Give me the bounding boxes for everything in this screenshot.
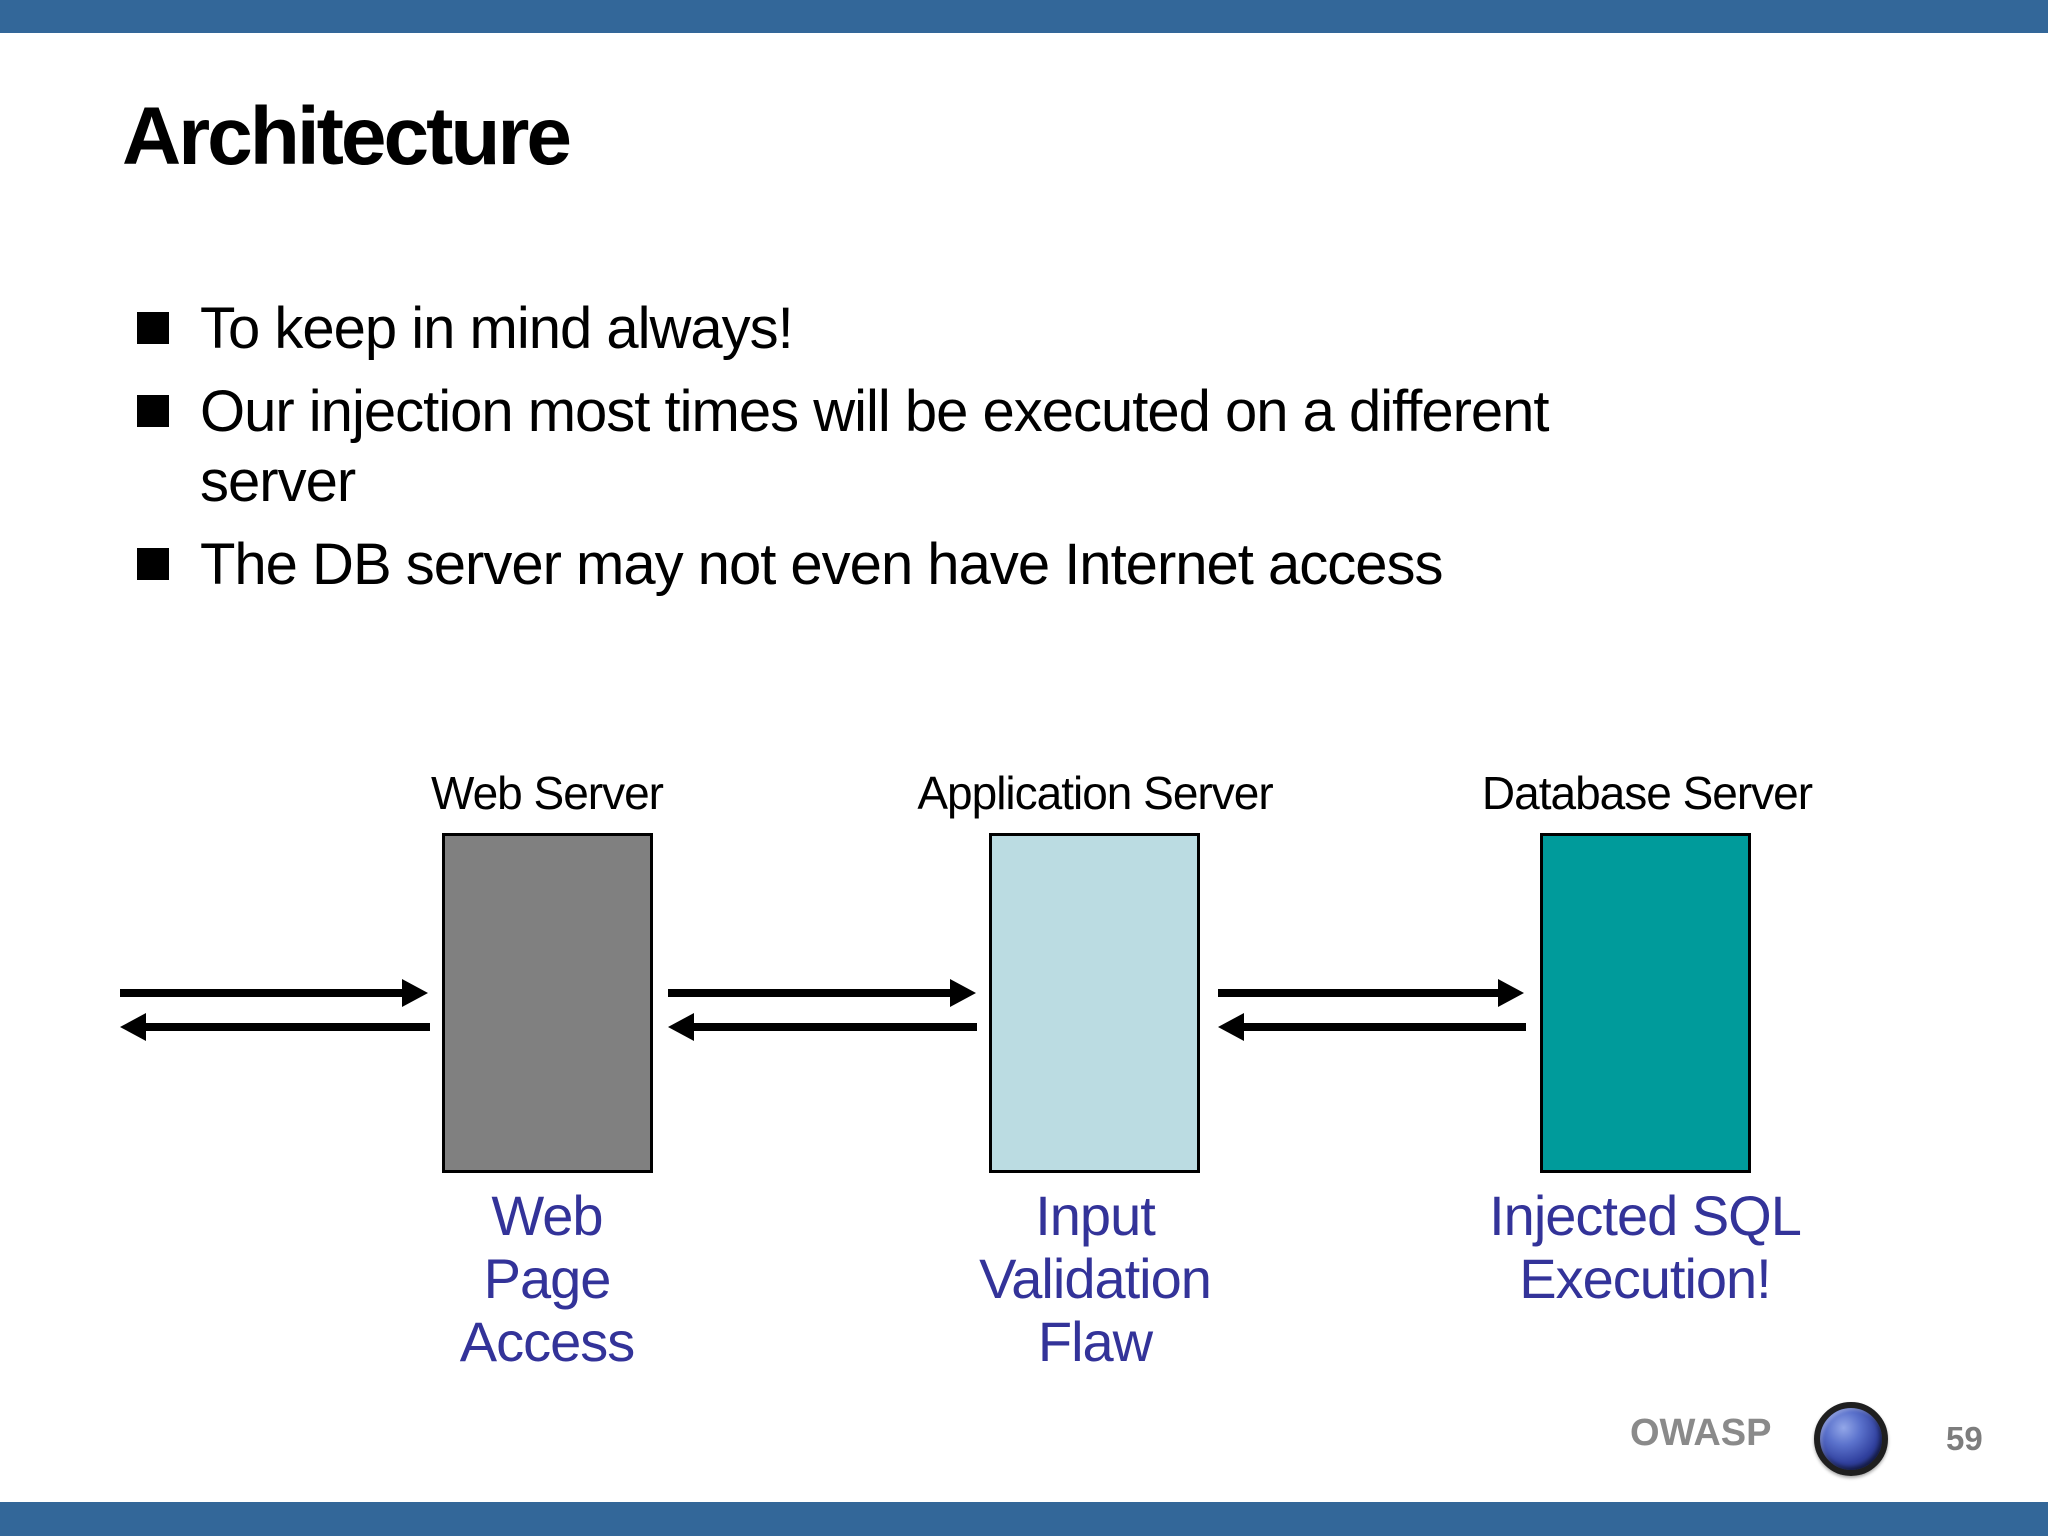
- caption-line: Access: [459, 1310, 636, 1373]
- arrow-left-icon: [120, 1013, 430, 1041]
- square-bullet-icon: [137, 312, 169, 344]
- arrow-shaft: [668, 989, 952, 997]
- arrow-left-icon: [668, 1013, 977, 1041]
- caption-line: Page: [483, 1247, 612, 1310]
- bullet-text: Our injection most times will be execute…: [200, 377, 1550, 517]
- bullet-text: The DB server may not even have Internet…: [200, 530, 1444, 600]
- slide-title: Architecture: [122, 91, 572, 182]
- square-bullet-icon: [137, 548, 169, 580]
- bullet-text: To keep in mind always!: [200, 294, 794, 364]
- arrow-shaft: [1242, 1023, 1526, 1031]
- bottom-border-bar: [0, 1502, 2048, 1536]
- bullet-item: To keep in mind always!: [137, 294, 1897, 364]
- square-bullet-icon: [137, 395, 169, 427]
- caption-line: Injected SQL: [1489, 1184, 1802, 1247]
- arrow-right-icon: [668, 979, 976, 1007]
- caption-line: Execution!: [1519, 1247, 1772, 1310]
- owasp-wordmark: OWASP: [1630, 1412, 1772, 1454]
- application-server-label: Application Server: [917, 767, 1273, 819]
- arrow-shaft: [120, 989, 404, 997]
- arrow-right-icon: [120, 979, 428, 1007]
- application-server-caption: Input Validation Flaw: [885, 1184, 1305, 1373]
- arrow-head: [402, 979, 428, 1007]
- bullet-list: To keep in mind always! Our injection mo…: [137, 294, 1897, 613]
- application-server-box: [989, 833, 1200, 1173]
- arrow-left-icon: [1218, 1013, 1526, 1041]
- caption-line: Validation: [979, 1247, 1212, 1310]
- bullet-line: Our injection most times will be execute…: [200, 379, 1550, 444]
- arrow-head: [950, 979, 976, 1007]
- web-server-box: [442, 833, 653, 1173]
- top-border-bar: [0, 0, 2048, 33]
- caption-line: Input: [1035, 1184, 1156, 1247]
- bullet-item: The DB server may not even have Internet…: [137, 530, 1897, 600]
- web-server-caption: Web Page Access: [337, 1184, 757, 1373]
- arrow-head: [1218, 1013, 1244, 1041]
- caption-line: Flaw: [1037, 1310, 1153, 1373]
- arrow-right-icon: [1218, 979, 1524, 1007]
- database-server-box: [1540, 833, 1751, 1173]
- page-number: 59: [1946, 1420, 1983, 1457]
- bullet-line: server: [200, 449, 356, 514]
- bullet-line: The DB server may not even have Internet…: [200, 532, 1444, 597]
- database-server-caption: Injected SQL Execution!: [1435, 1184, 1855, 1310]
- owasp-globe-icon: [1814, 1402, 1888, 1476]
- arrow-shaft: [1218, 989, 1500, 997]
- arrow-head: [120, 1013, 146, 1041]
- arrow-shaft: [144, 1023, 430, 1031]
- arrow-head: [1498, 979, 1524, 1007]
- caption-line: Web: [491, 1184, 603, 1247]
- web-server-label: Web Server: [430, 767, 664, 819]
- bullet-line: To keep in mind always!: [200, 296, 794, 361]
- database-server-label: Database Server: [1481, 767, 1813, 819]
- arrow-head: [668, 1013, 694, 1041]
- bullet-item: Our injection most times will be execute…: [137, 377, 1897, 517]
- arrow-shaft: [692, 1023, 977, 1031]
